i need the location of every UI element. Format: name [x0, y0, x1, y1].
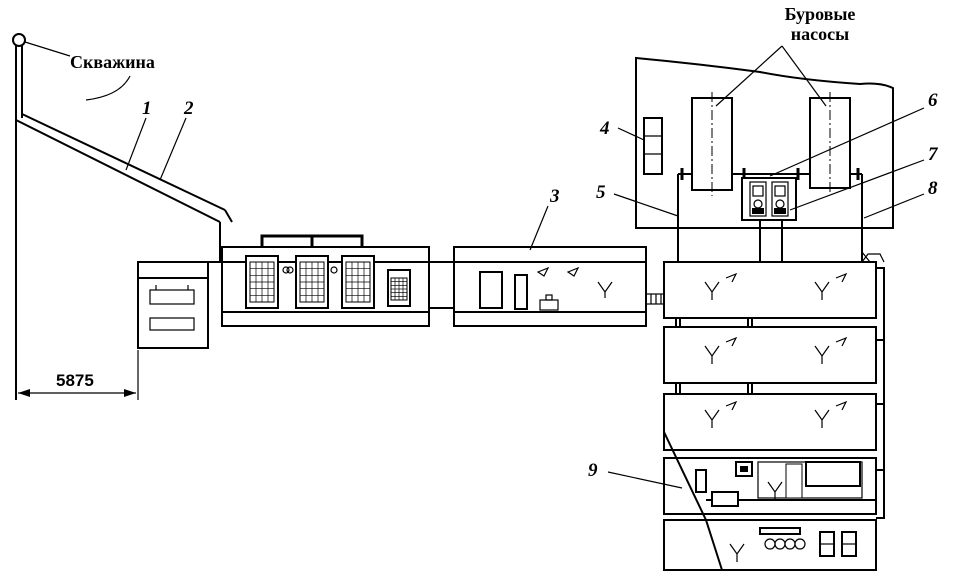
sign-symbol — [725, 400, 738, 411]
callout-5-leader — [613, 193, 679, 217]
sign-symbol — [835, 272, 848, 283]
right-row-3 — [663, 393, 877, 451]
side-piping — [876, 267, 885, 519]
label-pumps-line1: Буровые — [785, 4, 856, 24]
block-3-symbol — [597, 281, 613, 298]
pump-area — [635, 56, 894, 229]
y-symbol — [704, 281, 720, 300]
callout-7-leader — [789, 159, 925, 211]
pipe-2 — [21, 113, 226, 211]
left-block-panel-bottom — [149, 317, 195, 331]
pumps-leader-right — [781, 45, 827, 107]
sign-symbol — [725, 272, 738, 283]
sign-symbol — [835, 400, 848, 411]
callout-8: 8 — [928, 178, 938, 199]
callout-9: 9 — [588, 460, 598, 481]
pipe-elbow — [224, 209, 233, 223]
label-pumps-line2: насосы — [791, 24, 849, 44]
pipe-1 — [15, 119, 221, 223]
block-3-door — [514, 274, 528, 310]
block-3 — [453, 246, 647, 327]
callout-4-leader — [617, 127, 645, 141]
callout-7: 7 — [928, 144, 939, 165]
left-block-frame — [137, 261, 209, 349]
corridor-diagonal — [663, 431, 723, 571]
left-block — [137, 261, 209, 349]
callout-6: 6 — [928, 90, 938, 111]
callout-5: 5 — [596, 182, 606, 203]
right-row-1 — [663, 261, 877, 319]
item-4 — [643, 117, 663, 175]
sign-symbol — [725, 336, 738, 347]
label-dimension: 5875 — [56, 371, 94, 390]
left-block-panel-top — [149, 289, 195, 305]
well-leader-line — [24, 41, 71, 57]
block-3-sign-2 — [566, 266, 580, 277]
label-well: Скважина — [70, 52, 155, 72]
callout-4: 4 — [599, 118, 610, 139]
dim-arrow-right — [124, 389, 136, 397]
right-row-2 — [663, 326, 877, 384]
callout-3-leader — [529, 205, 549, 251]
row-symbols — [704, 272, 848, 428]
right-structure — [663, 253, 885, 571]
y-symbol — [814, 345, 830, 364]
y-symbol — [704, 345, 720, 364]
callout-2: 2 — [183, 98, 194, 119]
block-3-sign-1 — [536, 266, 550, 277]
cabinet-block — [221, 234, 500, 327]
callout-2-leader — [159, 117, 187, 181]
well-group — [12, 33, 233, 400]
unit-6-7 — [741, 177, 797, 221]
y-symbol — [814, 409, 830, 428]
sign-symbol — [835, 336, 848, 347]
callout-9-leader — [607, 471, 683, 489]
row-5-circles — [764, 538, 806, 550]
dimension-group — [18, 350, 139, 400]
callout-3: 3 — [549, 186, 560, 207]
row-5-circle — [794, 538, 806, 550]
callout-1: 1 — [142, 98, 152, 119]
block-3-cabinet — [479, 271, 503, 309]
y-symbol — [704, 409, 720, 428]
dim-arrow-left — [18, 389, 30, 397]
callout-6-leader — [769, 107, 925, 177]
callout-1-leader — [125, 117, 147, 171]
callout-8-leader — [863, 193, 925, 219]
pumps-leader-left — [715, 45, 783, 107]
y-symbol — [814, 281, 830, 300]
well-head-symbol — [12, 33, 26, 47]
row-4-grid — [785, 463, 803, 499]
well-curve-leader — [85, 75, 131, 101]
